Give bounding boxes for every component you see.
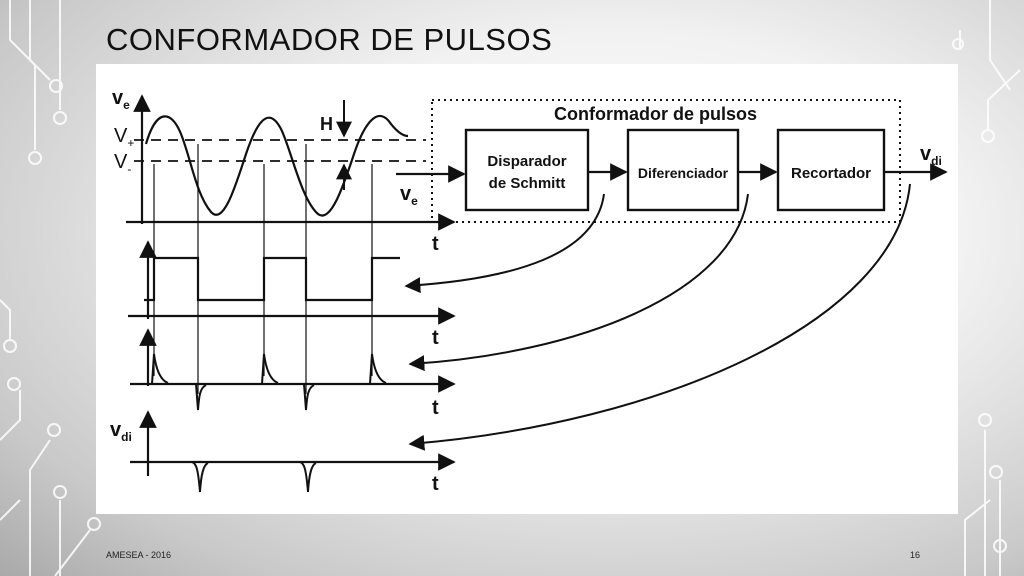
label-hysteresis: H: [320, 114, 333, 134]
input-sine-wave: [144, 115, 409, 217]
group-label: Conformador de pulsos: [554, 104, 757, 124]
curve-arrow-clipper: [408, 183, 911, 451]
label-ve: ve: [112, 87, 130, 112]
time-label-4: t: [432, 473, 439, 495]
differentiated-pulses: [151, 353, 387, 411]
label-v-plus: V+: [114, 125, 134, 150]
block-schmitt-trigger: [464, 128, 590, 212]
label-v-minus: V-: [114, 151, 131, 176]
footer-text: AMESEA - 2016: [106, 550, 172, 560]
pulse-shaper-diagram: ve V+ V- H ve vdi vdi t t t t Conformado…: [110, 87, 948, 495]
curve-arrow-diff: [408, 193, 749, 372]
curve-arrow-schmitt: [404, 193, 605, 294]
block-schmitt-line1: Disparador: [487, 153, 566, 170]
block-differentiator: [626, 128, 740, 212]
page-number: 16: [910, 550, 921, 560]
slide-title: CONFORMADOR DE PULSOS: [106, 22, 553, 57]
block-clipper: [776, 128, 886, 212]
clipped-output-pulses: [191, 461, 317, 493]
label-input: ve: [400, 183, 418, 208]
label-vdi: vdi: [110, 419, 132, 444]
block-schmitt-line2: de Schmitt: [489, 175, 566, 192]
pulse-shaper-figure: ve V+ V- H ve vdi vdi t t t t Conformado…: [96, 64, 958, 514]
block-clipper-label: Recortador: [791, 165, 871, 182]
block-differentiator-label: Diferenciador: [638, 165, 729, 181]
time-label-2: t: [432, 327, 439, 349]
schmitt-square-wave: [144, 256, 400, 302]
group-box: [431, 99, 901, 223]
time-label-1: t: [432, 233, 439, 255]
time-label-3: t: [432, 397, 439, 419]
label-output: vdi: [920, 143, 942, 168]
